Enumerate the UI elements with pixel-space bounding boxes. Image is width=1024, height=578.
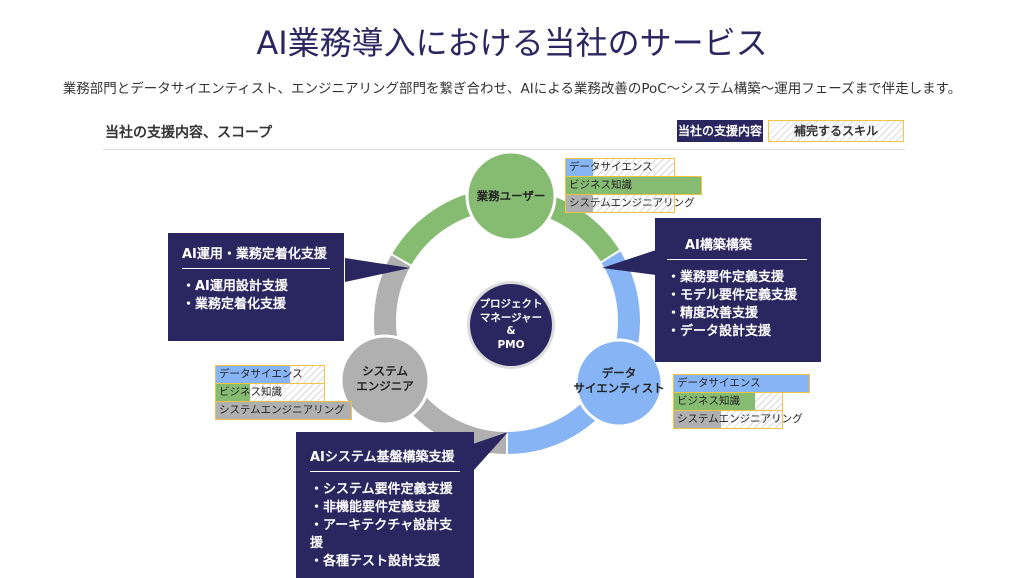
skill-row: システムエンジニアリング	[215, 401, 352, 420]
legend-complementary-skill: 補完するスキル	[768, 120, 904, 142]
callout-item: ・データ設計支援	[667, 324, 772, 339]
callout-item: ・各種テスト設計支援	[310, 554, 441, 569]
node-label-line: サイエンティスト	[573, 381, 665, 395]
node-label-line: &	[506, 325, 516, 337]
page-subtitle: 業務部門とデータサイエンティスト、エンジニアリング部門を繋ぎ合わせ、AIによる業…	[62, 81, 962, 97]
node-label-line: システム	[362, 364, 408, 378]
callout-title: AIシステム基盤構築支援	[310, 450, 455, 465]
skill-label: データサイエンス	[677, 377, 761, 389]
callout-item: ・業務要件定義支援	[667, 270, 785, 285]
skill-row: データサイエンス	[673, 374, 810, 393]
callout-title: AI運用・業務定着化支援	[182, 247, 327, 262]
node-label-center: プロジェクト マネージャー & PMO	[466, 298, 556, 352]
node-center-pm	[470, 284, 552, 366]
skill-label: システムエンジニアリング	[677, 413, 803, 425]
callout-item: ・業務定着化支援	[182, 297, 287, 312]
skill-label: ビジネス知識	[569, 179, 632, 191]
section-divider	[103, 149, 905, 150]
skill-label: ビジネス知識	[219, 386, 282, 398]
callout-build-support: AI構築構築 ・業務要件定義支援 ・モデル要件定義支援 ・精度改善支援 ・データ…	[655, 218, 821, 362]
skill-level-fill	[674, 375, 809, 392]
skill-chart-system-engineer: データサイエンスビジネス知識システムエンジニアリング	[215, 365, 352, 420]
callout-pointer-ops	[345, 258, 410, 282]
node-label-system-engineer: システム エンジニア	[335, 364, 435, 394]
skill-row: システムエンジニアリング	[673, 410, 803, 429]
callout-item: ・AI運用設計支援	[182, 279, 288, 294]
callout-item: ・システム要件定義支援	[310, 482, 453, 497]
callout-item: ・精度改善支援	[667, 306, 759, 321]
skill-level-fill	[566, 195, 593, 212]
callout-divider	[182, 268, 330, 269]
node-label-line: エンジニア	[356, 379, 414, 393]
node-data-scientist	[574, 338, 664, 428]
node-label-line: PMO	[497, 338, 525, 351]
skill-level-fill	[674, 411, 722, 428]
node-label-business-user: 業務ユーザー	[476, 189, 546, 203]
node-label-data-scientist: データ サイエンティスト	[564, 366, 674, 396]
page-title: AI業務導入における当社のサービス	[256, 24, 768, 62]
skill-label: データサイエンス	[569, 161, 653, 173]
callout-item: ・非機能要件定義支援	[310, 500, 441, 515]
skill-level-fill	[216, 366, 291, 383]
skill-level-fill	[566, 159, 593, 176]
callout-item: ・アーキテクチャ設計支援	[310, 518, 453, 551]
skill-chart-data-scientist: データサイエンスビジネス知識システムエンジニアリング	[673, 374, 810, 429]
node-system-engineer	[339, 334, 431, 426]
skill-chart-business-user: データサイエンスビジネス知識システムエンジニアリング	[565, 158, 702, 213]
callout-item: ・モデル要件定義支援	[667, 288, 798, 303]
skill-row: ビジネス知識	[215, 383, 325, 402]
skill-level-fill	[216, 384, 250, 401]
skill-row: ビジネス知識	[565, 176, 702, 195]
node-business-user	[465, 150, 557, 242]
ring-separator	[390, 253, 413, 267]
skill-level-fill	[566, 177, 701, 194]
node-label-line: プロジェクト	[479, 298, 543, 310]
ring-separator	[599, 249, 622, 264]
callout-divider	[310, 471, 460, 472]
callout-infra-support: AIシステム基盤構築支援 ・システム要件定義支援 ・非機能要件定義支援 ・アーキ…	[296, 432, 474, 578]
skill-row: ビジネス知識	[673, 392, 783, 411]
section-title: 当社の支援内容、スコープ	[105, 125, 273, 141]
skill-label: システムエンジニアリング	[569, 197, 695, 209]
callout-ops-support: AI運用・業務定着化支援 ・AI運用設計支援 ・業務定着化支援	[168, 233, 344, 341]
skill-label: システムエンジニアリング	[219, 404, 345, 416]
skill-label: ビジネス知識	[677, 395, 740, 407]
node-label-line: データ	[601, 366, 637, 380]
callout-pointer-build	[602, 250, 656, 275]
callout-divider	[667, 259, 807, 260]
skill-row: システムエンジニアリング	[565, 194, 695, 213]
skill-level-fill	[674, 393, 755, 410]
legend-our-support: 当社の支援内容	[677, 120, 763, 142]
skill-row: データサイエンス	[215, 365, 325, 384]
node-label-line: マネージャー	[479, 311, 543, 324]
skill-label: データサイエンス	[219, 368, 303, 380]
callout-title: AI構築構築	[685, 238, 752, 253]
skill-row: データサイエンス	[565, 158, 675, 177]
skill-level-fill	[216, 402, 351, 419]
